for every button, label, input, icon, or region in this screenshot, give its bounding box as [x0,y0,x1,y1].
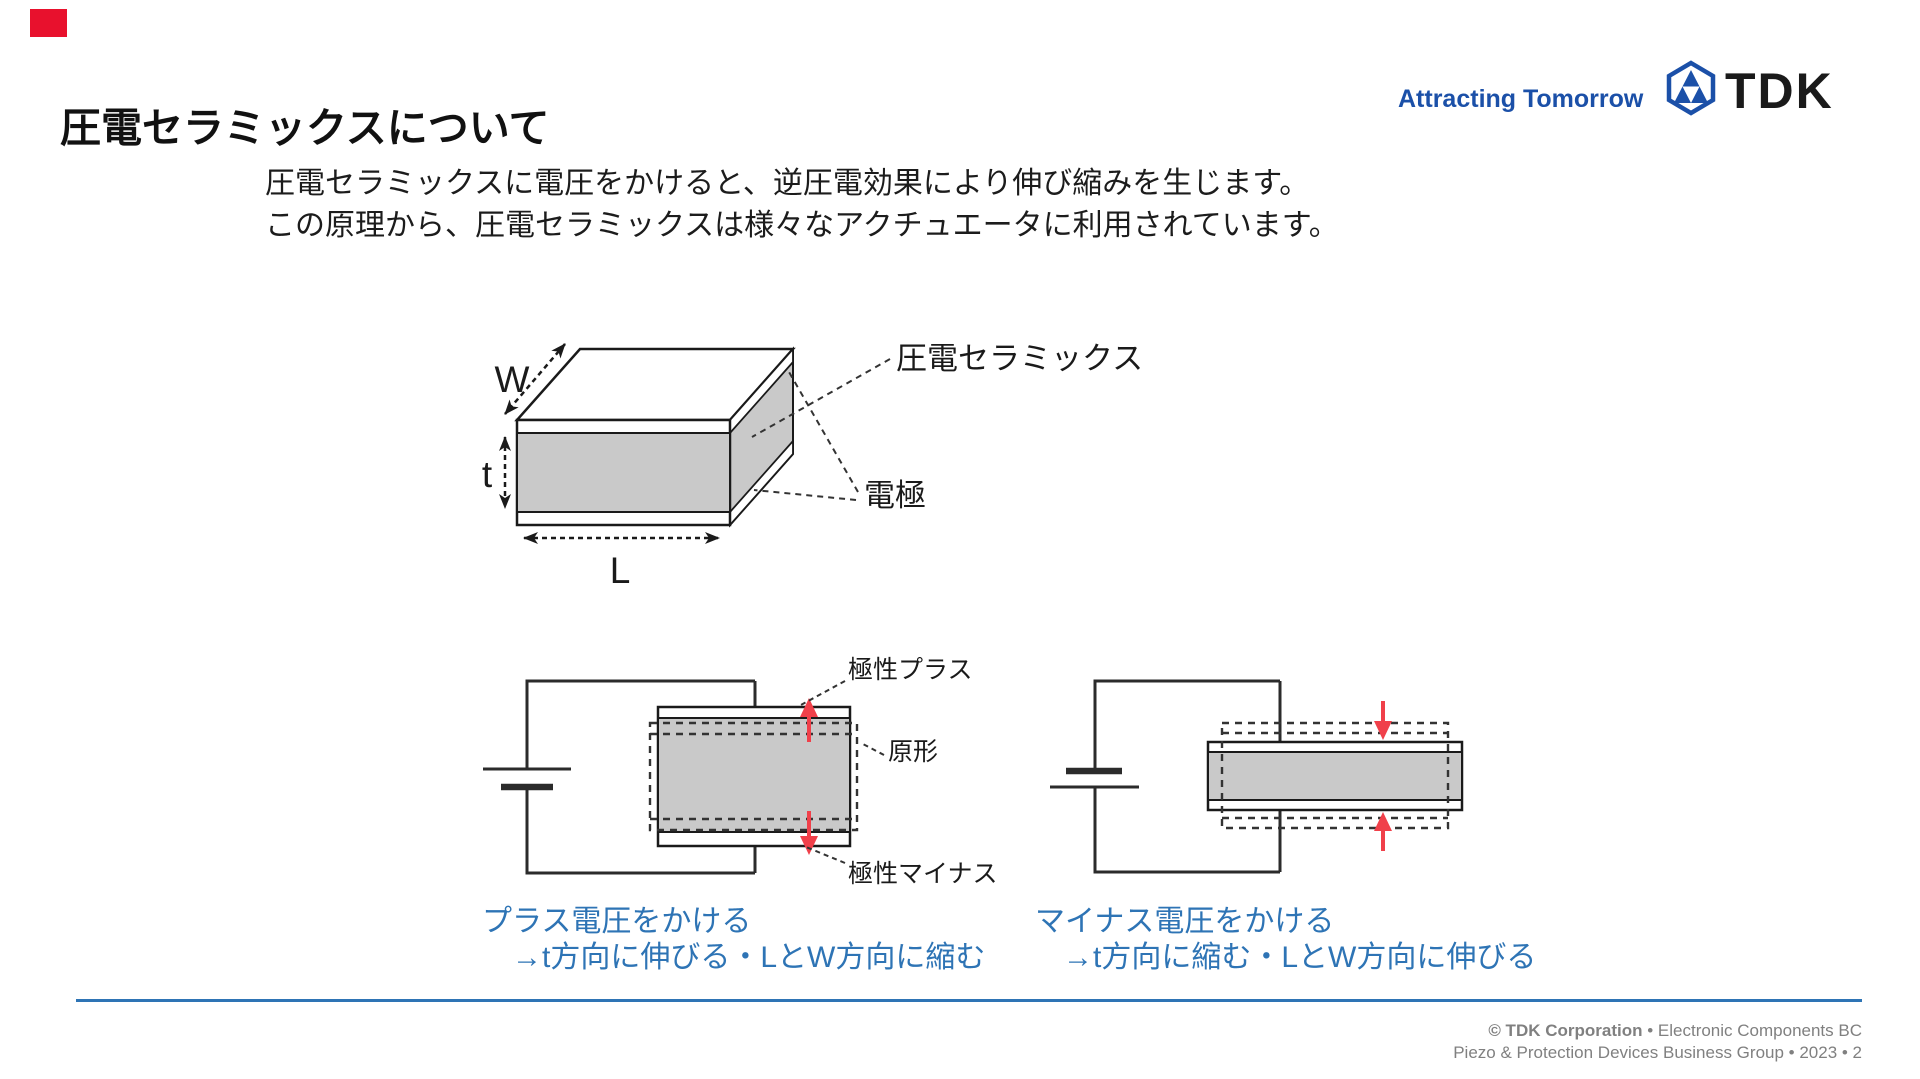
original-shape-pointer [860,742,885,756]
left-circuit-wires [525,679,757,875]
right-contract-arrow-down-head [1374,721,1392,740]
plus-caption-line2: →t方向に伸びる・LとW方向に縮む [512,941,986,974]
polarity-minus-pointer [805,846,846,864]
left-expand-arrow-up-head [800,698,818,717]
right-block-ceramic [1207,751,1463,801]
left-expand-arrow-down-head [800,836,818,855]
footer-line-2: Piezo & Protection Devices Business Grou… [1453,1043,1862,1062]
footer-divider [76,999,1862,1002]
electrode-callout-label: 電極 [864,478,926,513]
polarity-plus-pointer [798,680,846,707]
footer-copyright: © TDK Corporation [1488,1021,1643,1040]
page-title: 圧電セラミックスについて [60,105,550,151]
left-block-ceramic [657,717,851,833]
right-block-original-outline [1220,721,1450,830]
polarity-plus-label: 極性プラス [848,656,973,684]
red-corner-mark [30,9,67,37]
footer: © TDK Corporation • Electronic Component… [1453,1020,1862,1064]
tdk-logo: TDK [1666,60,1834,118]
ceramic-callout-line [751,358,891,438]
plus-voltage-diagram: 極性プラス 原形 極性マイナス [483,656,998,888]
tdk-logo-text: TDK [1725,63,1834,118]
w-dimension-arrow [504,343,566,415]
right-contract-arrow-up-head [1374,812,1392,831]
left-block-original-outline [648,721,859,832]
plus-caption-line1: プラス電圧をかける [482,905,752,938]
brand-tagline: Attracting Tomorrow [1398,85,1644,113]
minus-caption-line1: マイナス電圧をかける [1035,905,1335,938]
l-dimension-label: L [610,550,631,591]
w-dimension-label: W [495,359,530,400]
ceramic-callout-label: 圧電セラミックス [896,341,1143,376]
right-circuit-wires [1093,679,1282,874]
minus-caption-line2: →t方向に縮む・LとW方向に伸びる [1063,941,1537,974]
footer-line-1: © TDK Corporation • Electronic Component… [1453,1020,1862,1042]
piezo-block-diagram: W t L 圧電セラミックス 電極 [482,341,1143,591]
polarity-minus-label: 極性マイナス [848,860,998,888]
block-front-ceramic [516,432,731,513]
minus-voltage-diagram [1050,679,1464,874]
electrode-callout-line-top [788,371,859,493]
tdk-emblem-icon [1666,60,1716,116]
intro-line-1: 圧電セラミックスに電圧をかけると、逆圧電効果により伸び縮みを生じます。 [265,167,1310,200]
intro-line-2: この原理から、圧電セラミックスは様々なアクチュエータに利用されています。 [265,209,1339,242]
footer-business-unit: • Electronic Components BC [1642,1021,1862,1040]
original-shape-label: 原形 [888,738,938,766]
electrode-callout-line-bottom [753,489,857,501]
t-dimension-label: t [482,454,493,495]
intro-text: 圧電セラミックスに電圧をかけると、逆圧電効果により伸び縮みを生じます。 この原理… [265,163,1339,247]
